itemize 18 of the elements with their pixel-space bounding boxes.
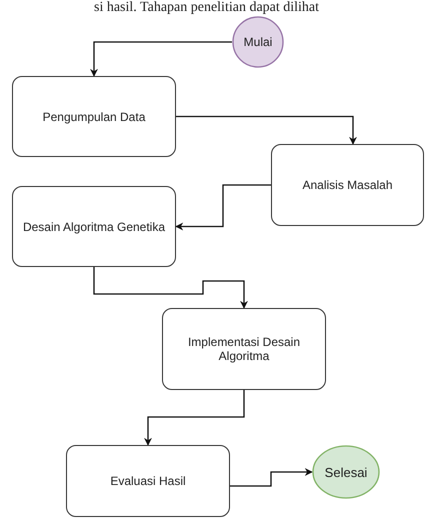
process-box — [162, 308, 326, 390]
node-label: Desain Algoritma Genetika — [22, 220, 166, 234]
arrow — [175, 184, 271, 230]
arrow — [90, 41, 232, 77]
process-box — [12, 76, 176, 157]
arrow — [176, 116, 357, 145]
process-box — [271, 144, 424, 226]
arrow — [230, 468, 313, 487]
node-label: Implementasi Desain Algoritma — [186, 335, 302, 363]
node-label: Mulai — [244, 35, 272, 49]
node-label: Selesai — [324, 464, 368, 480]
process-box — [12, 186, 176, 267]
node-label: Evaluasi Hasil — [110, 474, 186, 488]
process-box — [66, 445, 230, 517]
arrow — [93, 267, 248, 309]
arrow — [144, 390, 245, 446]
node-label: Pengumpulan Data — [42, 110, 146, 124]
node-label: Analisis Masalah — [302, 178, 393, 192]
